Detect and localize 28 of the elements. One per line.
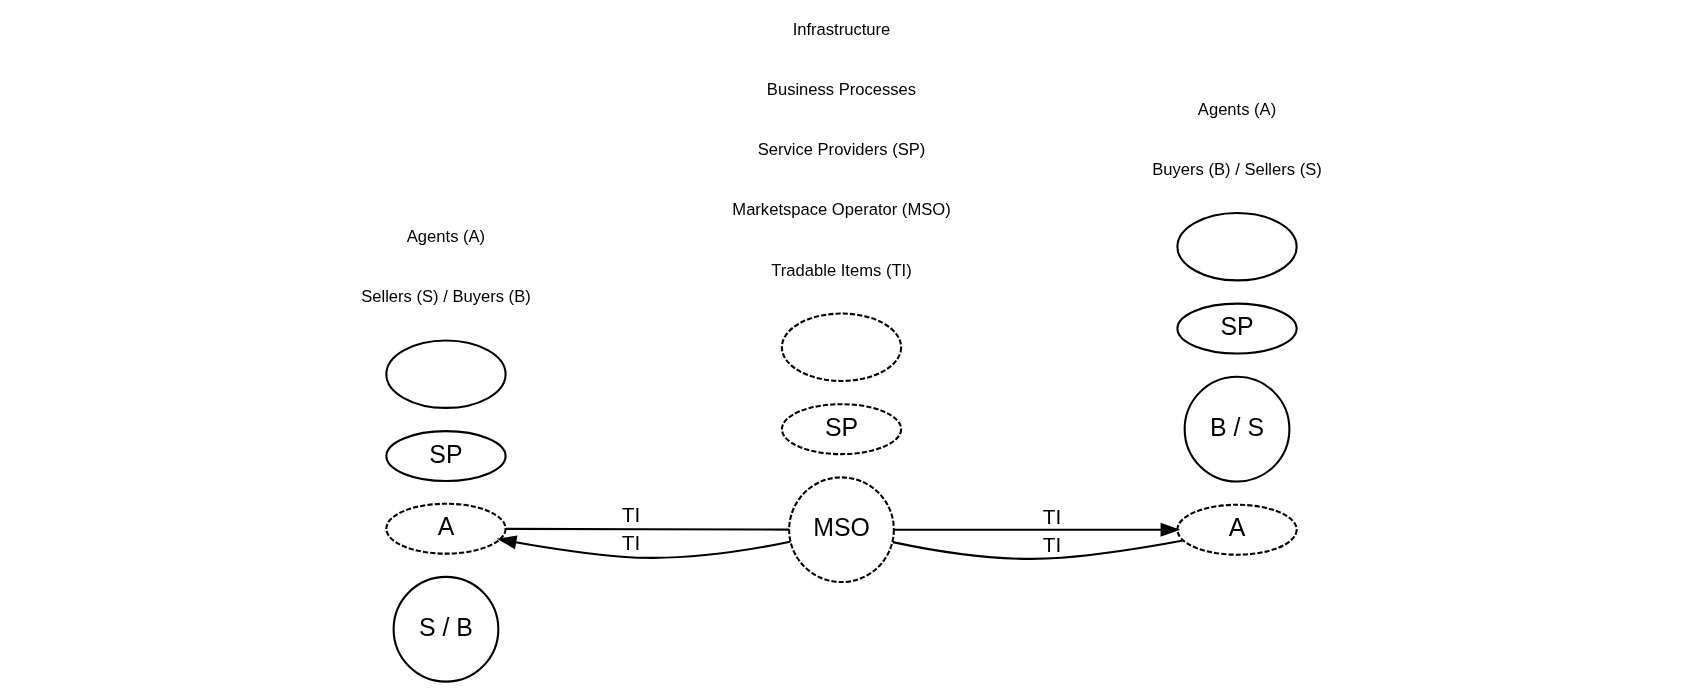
arrow <box>893 522 1180 537</box>
arrow <box>496 535 790 559</box>
node-ellipse: A <box>384 502 507 555</box>
node-ellipse <box>1175 211 1298 282</box>
connector <box>505 527 789 531</box>
label: Business Processes <box>766 80 916 100</box>
edge-label: TI <box>1042 532 1061 556</box>
node-ellipse <box>384 339 507 409</box>
edge-label: TI <box>1042 504 1061 528</box>
node-circle: MSO <box>787 476 895 584</box>
node-ellipse: SP <box>1175 302 1298 355</box>
node-ellipse: SP <box>780 403 902 456</box>
label: Service Providers (SP) <box>757 140 925 160</box>
connector <box>892 539 1183 560</box>
edge-label: TI <box>621 531 640 555</box>
label: Buyers (B) / Sellers (S) <box>1151 159 1322 179</box>
node-circle: B / S <box>1183 375 1290 483</box>
label: Marketspace Operator (MSO) <box>731 200 951 220</box>
node-ellipse: SP <box>384 430 507 483</box>
label: Infrastructure <box>792 19 890 39</box>
label: Agents (A) <box>406 227 485 247</box>
node-ellipse <box>780 312 902 382</box>
node-circle: S / B <box>392 575 499 683</box>
edge-label: TI <box>621 503 640 527</box>
node-ellipse: A <box>1175 503 1298 556</box>
label: Agents (A) <box>1197 99 1276 119</box>
label: Tradable Items (TI) <box>770 260 912 280</box>
label: Sellers (S) / Buyers (B) <box>360 287 531 307</box>
